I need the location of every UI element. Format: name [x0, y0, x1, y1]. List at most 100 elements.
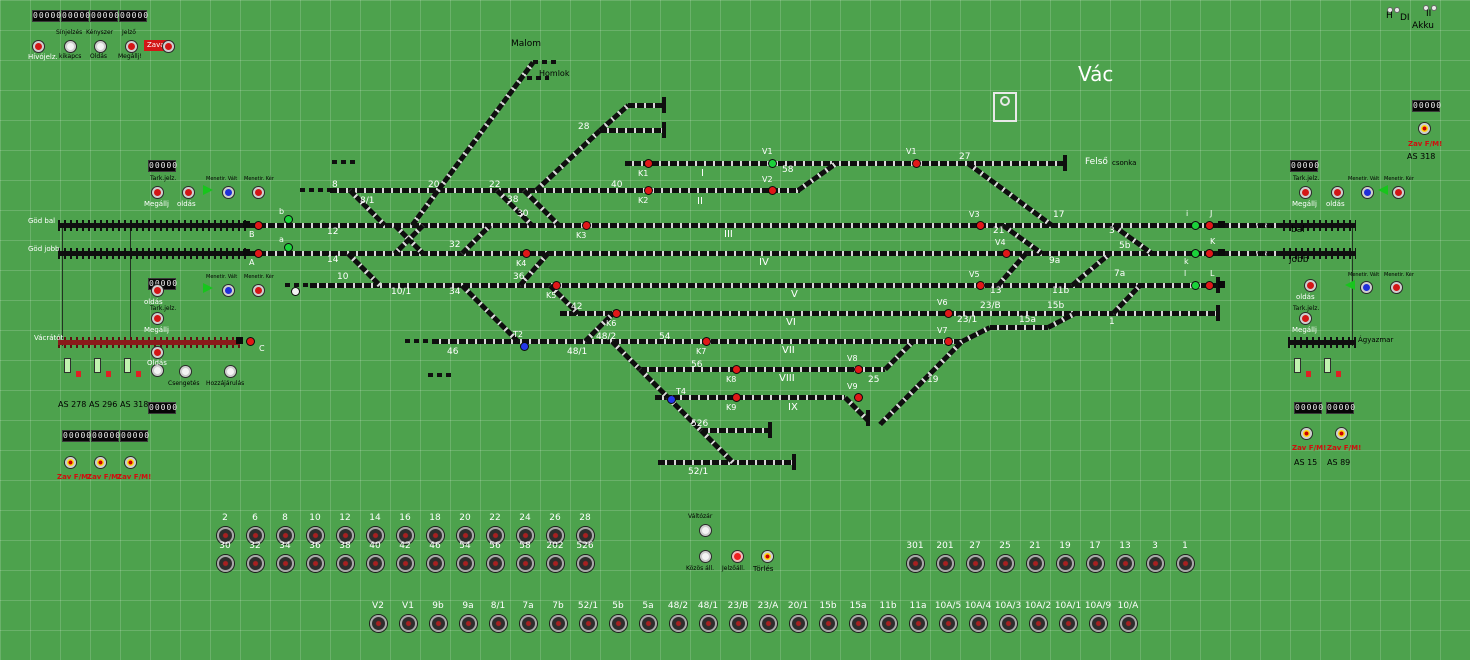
push-button-20/1[interactable] — [790, 615, 807, 632]
signal-green-icon[interactable] — [1191, 221, 1200, 230]
push-button-11a[interactable] — [910, 615, 927, 632]
signal-red-icon[interactable] — [552, 281, 561, 290]
push-button-23/A[interactable] — [760, 615, 777, 632]
push-button-12[interactable] — [337, 527, 354, 544]
signal-red-icon[interactable] — [254, 221, 263, 230]
push-button-46[interactable] — [427, 555, 444, 572]
signal-red-icon[interactable] — [644, 159, 653, 168]
signal-red-icon[interactable] — [1002, 249, 1011, 258]
signal-blue-icon[interactable] — [520, 342, 529, 351]
indicator-lamp-red[interactable] — [33, 41, 44, 52]
push-button-5a[interactable] — [640, 615, 657, 632]
indicator-lamp-red[interactable] — [152, 347, 163, 358]
indicator-lamp-yellow[interactable] — [65, 457, 76, 468]
push-button-526[interactable] — [577, 555, 594, 572]
push-button-13[interactable] — [1117, 555, 1134, 572]
push-button-10[interactable] — [307, 527, 324, 544]
indicator-lamp-red[interactable] — [1332, 187, 1343, 198]
push-button-V2[interactable] — [370, 615, 387, 632]
push-button-10A/9[interactable] — [1090, 615, 1107, 632]
push-button-6[interactable] — [247, 527, 264, 544]
indicator-lamp-red[interactable] — [1300, 187, 1311, 198]
signal-red-icon[interactable] — [582, 221, 591, 230]
push-button-15a[interactable] — [850, 615, 867, 632]
push-button-32[interactable] — [247, 555, 264, 572]
indicator-lamp-yellow[interactable] — [1301, 428, 1312, 439]
signal-red-icon[interactable] — [702, 337, 711, 346]
indicator-lamp-yellow[interactable] — [95, 457, 106, 468]
push-button-9a[interactable] — [460, 615, 477, 632]
signal-red-icon[interactable] — [854, 393, 863, 402]
signal-red-icon[interactable] — [912, 159, 921, 168]
push-button-25[interactable] — [997, 555, 1014, 572]
push-button-15b[interactable] — [820, 615, 837, 632]
push-button-11b[interactable] — [880, 615, 897, 632]
push-button-1[interactable] — [1177, 555, 1194, 572]
push-button-7a[interactable] — [520, 615, 537, 632]
signal-red-icon[interactable] — [976, 221, 985, 230]
indicator-lamp-red[interactable] — [163, 41, 174, 52]
push-button-48/1[interactable] — [700, 615, 717, 632]
indicator-lamp-red[interactable] — [1393, 187, 1404, 198]
signal-red-icon[interactable] — [976, 281, 985, 290]
push-button-10A/1[interactable] — [1060, 615, 1077, 632]
signal-red-icon[interactable] — [1205, 221, 1214, 230]
indicator-lamp-red[interactable] — [152, 313, 163, 324]
signal-red-icon[interactable] — [768, 186, 777, 195]
signal-red-icon[interactable] — [854, 365, 863, 374]
push-button-7b[interactable] — [550, 615, 567, 632]
push-button-16[interactable] — [397, 527, 414, 544]
signal-blue-icon[interactable] — [667, 395, 676, 404]
signal-red-icon[interactable] — [944, 337, 953, 346]
push-button-301[interactable] — [907, 555, 924, 572]
push-button-36[interactable] — [307, 555, 324, 572]
push-button-10/A[interactable] — [1120, 615, 1137, 632]
signal-red-icon[interactable] — [644, 186, 653, 195]
indicator-lamp-white[interactable] — [180, 366, 191, 377]
signal-green-icon[interactable] — [768, 159, 777, 168]
push-button-48/2[interactable] — [670, 615, 687, 632]
indicator-lamp-white[interactable] — [225, 366, 236, 377]
signal-red-icon[interactable] — [254, 249, 263, 258]
push-button-38[interactable] — [337, 555, 354, 572]
push-button-26[interactable] — [547, 527, 564, 544]
push-button-14[interactable] — [367, 527, 384, 544]
indicator-lamp-blue[interactable] — [223, 285, 234, 296]
push-button-24[interactable] — [517, 527, 534, 544]
indicator-lamp-white[interactable] — [95, 41, 106, 52]
push-button-8/1[interactable] — [490, 615, 507, 632]
indicator-lamp-red[interactable] — [253, 285, 264, 296]
indicator-lamp-redbtn[interactable] — [732, 551, 743, 562]
push-button-10A/2[interactable] — [1030, 615, 1047, 632]
push-button-56[interactable] — [487, 555, 504, 572]
push-button-17[interactable] — [1087, 555, 1104, 572]
push-button-58[interactable] — [517, 555, 534, 572]
push-button-27[interactable] — [967, 555, 984, 572]
indicator-lamp-white[interactable] — [700, 525, 711, 536]
push-button-5b[interactable] — [610, 615, 627, 632]
signal-green-icon[interactable] — [1191, 281, 1200, 290]
push-button-20[interactable] — [457, 527, 474, 544]
signal-red-icon[interactable] — [1205, 281, 1214, 290]
push-button-2[interactable] — [217, 527, 234, 544]
push-button-201[interactable] — [937, 555, 954, 572]
push-button-3[interactable] — [1147, 555, 1164, 572]
signal-red-icon[interactable] — [944, 309, 953, 318]
indicator-lamp-blue[interactable] — [1362, 187, 1373, 198]
indicator-lamp-red[interactable] — [1300, 313, 1311, 324]
signal-red-icon[interactable] — [612, 309, 621, 318]
push-button-34[interactable] — [277, 555, 294, 572]
indicator-lamp-blue[interactable] — [223, 187, 234, 198]
push-button-V1[interactable] — [400, 615, 417, 632]
indicator-lamp-yellow[interactable] — [125, 457, 136, 468]
push-button-10A/4[interactable] — [970, 615, 987, 632]
indicator-lamp-blue[interactable] — [1361, 282, 1372, 293]
indicator-lamp-red[interactable] — [152, 285, 163, 296]
signal-white-icon[interactable] — [291, 287, 300, 296]
indicator-lamp-white[interactable] — [700, 551, 711, 562]
signal-green-icon[interactable] — [1191, 249, 1200, 258]
indicator-lamp-red[interactable] — [1391, 282, 1402, 293]
signal-red-icon[interactable] — [1205, 249, 1214, 258]
push-button-52/1[interactable] — [580, 615, 597, 632]
indicator-lamp-red[interactable] — [183, 187, 194, 198]
